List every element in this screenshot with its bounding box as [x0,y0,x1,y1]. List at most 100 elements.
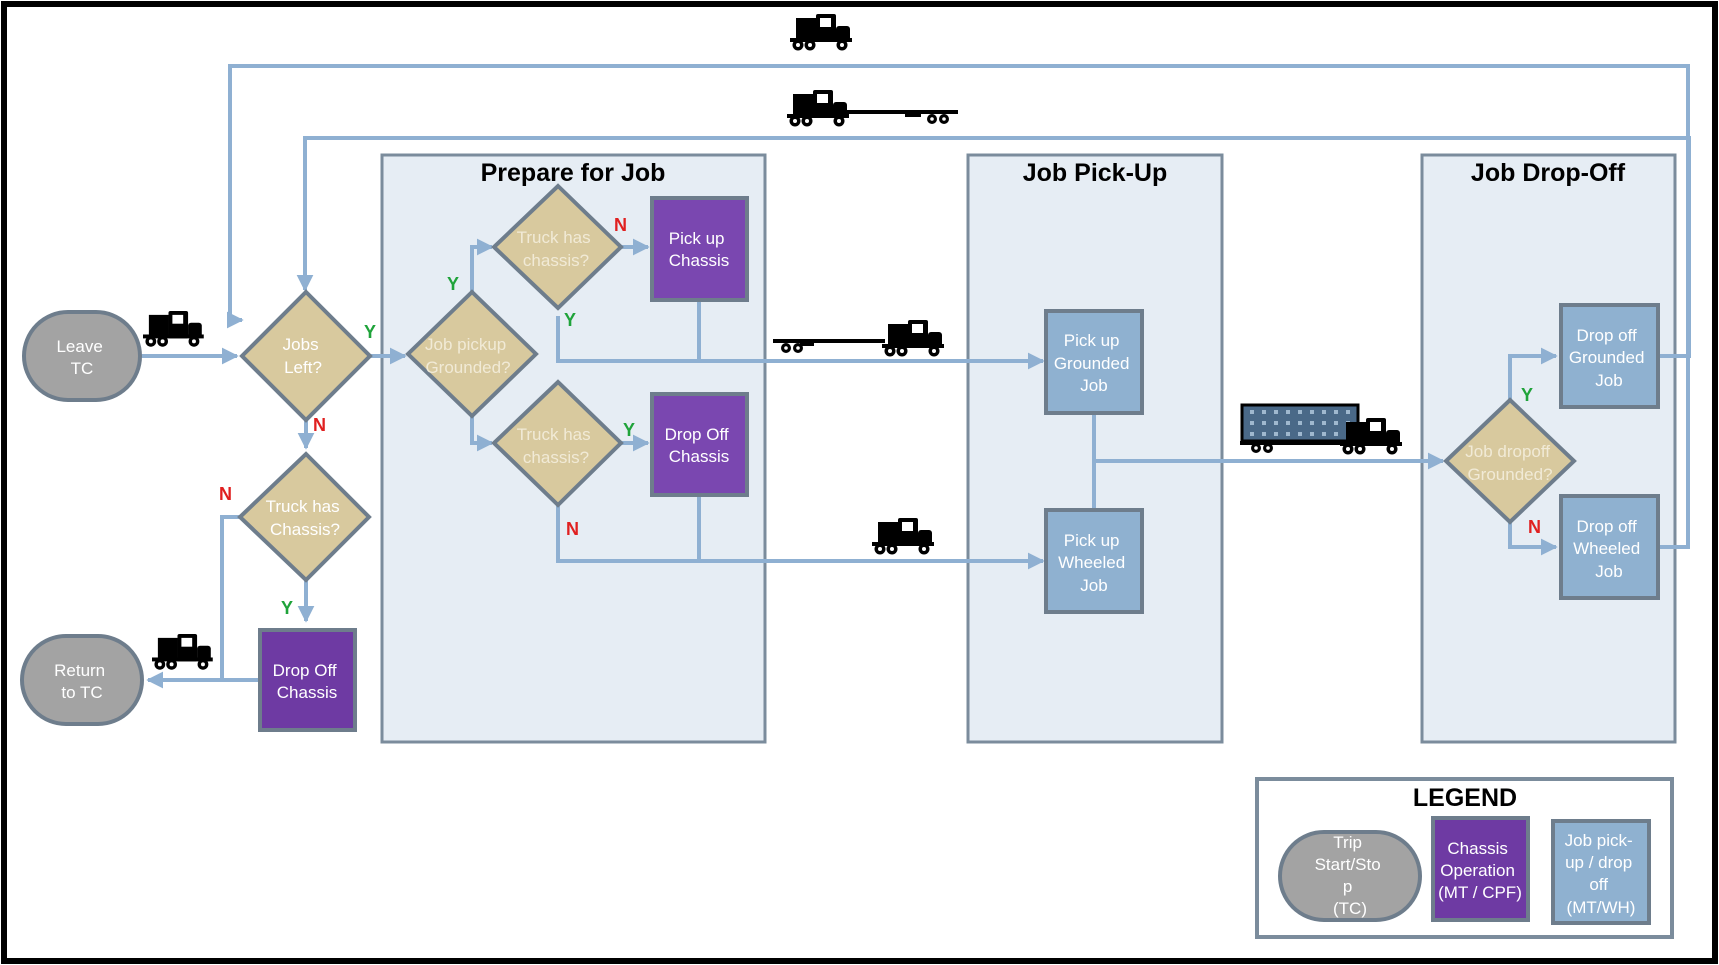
dropoff-grounded-job-line-1: Drop off [1577,326,1637,345]
arrow-to-pickup-wheeled [556,506,1045,570]
svg-text:Pick up Wheeled Jo: Pick up Wheeled Job [1058,531,1130,595]
legend-job-line-4: (MT/WH) [1567,898,1636,917]
legend-job-line-2: up / drop [1565,853,1632,872]
decision-truck-has-chassis-left: Truck has Chassis? [237,451,372,583]
arrow-to-pickup-grounded [556,316,1045,370]
loop-arrow-wheeled [226,64,1690,549]
process-drop-off-wheeled-job: Drop off Wheeled Job [1559,494,1660,600]
legend-trip-line-3: p [1343,877,1352,896]
svg-text:Chassis Operation: Chassis Operation (MT / CPF) [1438,839,1522,902]
pickup-wheeled-job-line-1: Pick up [1064,531,1120,550]
legend-trip-line-4: (TC) [1333,899,1367,918]
legend-job-line-3: off [1589,875,1608,894]
arrow-dropoff-yes [1508,347,1558,400]
dropoff-grounded-line-2: Grounded? [1467,465,1552,484]
terminal-return-tc: Return to TC [20,634,144,726]
label-top-yes: Y [564,310,576,330]
pick-chassis-line-2: Chassis [669,251,729,270]
drop-chassis-mid-line-2: Chassis [669,447,729,466]
tractor-with-chassis-icon [787,90,958,127]
pick-chassis-line-1: Pick up [669,229,725,248]
label-top-no: N [614,215,627,235]
tractor-icon [143,310,204,347]
pickup-grounded-job-line-3: Job [1080,376,1107,395]
svg-text:Truck has Chassis?: Truck has Chassis? [266,497,345,539]
tractor-icon [790,14,852,51]
leave-tc-line-1: Leave [56,337,102,356]
legend-job-swatch [1551,819,1651,925]
svg-text:Job pick- up / drop: Job pick- up / drop off (MT/WH) [1565,831,1638,917]
process-pick-up-grounded-job: Pick up Grounded Job [1044,309,1144,415]
svg-text:Pick up Chassis: Pick up Chassis [669,229,729,270]
return-tc-line-1: Return [54,661,105,680]
legend-chassis-line-1: Chassis [1447,839,1507,858]
pickup-grounded-line-1: Job pickup [425,335,506,354]
label-jobs-yes: Y [364,322,376,342]
dropoff-wheeled-job-line-3: Job [1595,562,1622,581]
lane-title-dropoff: Job Drop-Off [1471,159,1626,187]
drop-chassis-left-line-2: Chassis [277,683,337,702]
tractor-icon [872,518,934,555]
dropoff-wheeled-job-line-1: Drop off [1577,517,1637,536]
decision-truck-has-chassis-top: Truck has chassis? [491,183,624,311]
chassis-left-line-2: Chassis? [270,520,340,539]
svg-text:Truck has chassis?: Truck has chassis? [517,228,596,270]
chassis-top-line-2: chassis? [523,251,589,270]
jobs-left-line-2: Left? [284,358,322,377]
legend-chassis-line-2: Operation [1440,861,1515,880]
legend-trip-line-2: Start/Sto [1315,855,1381,874]
svg-text:Pick up Grounded J: Pick up Grounded Job [1054,331,1134,395]
drop-chassis-left-line-1: Drop Off [273,661,337,680]
svg-text:Return to TC: Return to TC [54,661,110,702]
legend-trip-line-1: Trip [1333,833,1362,852]
pickup-grounded-line-2: Grounded? [425,358,510,377]
svg-text:Truck has chassis?: Truck has chassis? [517,425,596,467]
tractor-icon [152,633,213,670]
connectors [140,64,1691,689]
chassis-left-line-1: Truck has [266,497,340,516]
jobs-left-line-1: Jobs [283,335,319,354]
chassis-with-tractor-icon [773,320,944,357]
leave-tc-line-2: TC [71,359,94,378]
label-dropoff-yes: Y [1521,385,1533,405]
dropoff-grounded-line-1: Job dropoff [1465,442,1550,461]
legend-chassis-line-3: (MT / CPF) [1438,883,1522,902]
pickup-wheeled-job-line-2: Wheeled [1058,553,1125,572]
process-drop-off-chassis-left: Drop Off Chassis [258,628,357,732]
lane-title-pickup: Job Pick-Up [1023,159,1167,187]
decision-truck-has-chassis-bottom: Truck has chassis? [491,379,624,508]
process-drop-off-grounded-job: Drop off Grounded Job [1559,303,1660,409]
pickup-grounded-job-line-2: Grounded [1054,354,1130,373]
process-pick-up-chassis: Pick up Chassis [650,196,749,302]
svg-text:Job dropoff Grounded?: Job dropoff Grounded? [1465,442,1555,484]
terminal-leave-tc: Leave TC [22,310,142,402]
arrow-dropoff-no [1508,522,1558,556]
legend-job-line-1: Job pick- [1565,831,1633,850]
arrow-chassis-no [220,515,240,680]
label-chassis-left-yes: Y [281,598,293,618]
decision-jobs-left: Jobs Left? [239,289,373,423]
svg-text:Jobs Left?: Jobs Left? [283,335,324,377]
pickup-wheeled-job-line-3: Job [1080,576,1107,595]
return-tc-line-2: to TC [61,683,102,702]
svg-text:Drop off Wheeled J: Drop off Wheeled Job [1573,517,1645,581]
svg-text:Drop off Grounded: Drop off Grounded Job [1569,326,1649,390]
svg-text:Job pickup Grounded?: Job pickup Grounded? [425,335,511,377]
arrow-grounded-yes [470,238,494,292]
svg-text:Leave TC: Leave TC [56,337,107,378]
svg-text:Drop Off Chassis: Drop Off Chassis [273,661,342,702]
label-dropoff-no: N [1528,517,1541,537]
legend-chassis-swatch [1431,816,1530,922]
arrow-grounded-no [470,416,494,452]
legend-terminal-swatch [1278,830,1422,922]
label-bottom-no: N [566,519,579,539]
pickup-grounded-job-line-1: Pick up [1064,331,1120,350]
legend: LEGEND Trip Start/Sto p (TC) Chassis Ope… [1255,777,1674,939]
drop-chassis-mid-line-1: Drop Off [665,425,729,444]
decision-job-dropoff-grounded: Job dropoff Grounded? [1443,397,1577,525]
decision-job-pickup-grounded: Job pickup Grounded? [405,289,539,419]
svg-text:Drop Off Chassis: Drop Off Chassis [665,425,734,466]
process-drop-off-chassis-mid: Drop Off Chassis [650,392,749,497]
